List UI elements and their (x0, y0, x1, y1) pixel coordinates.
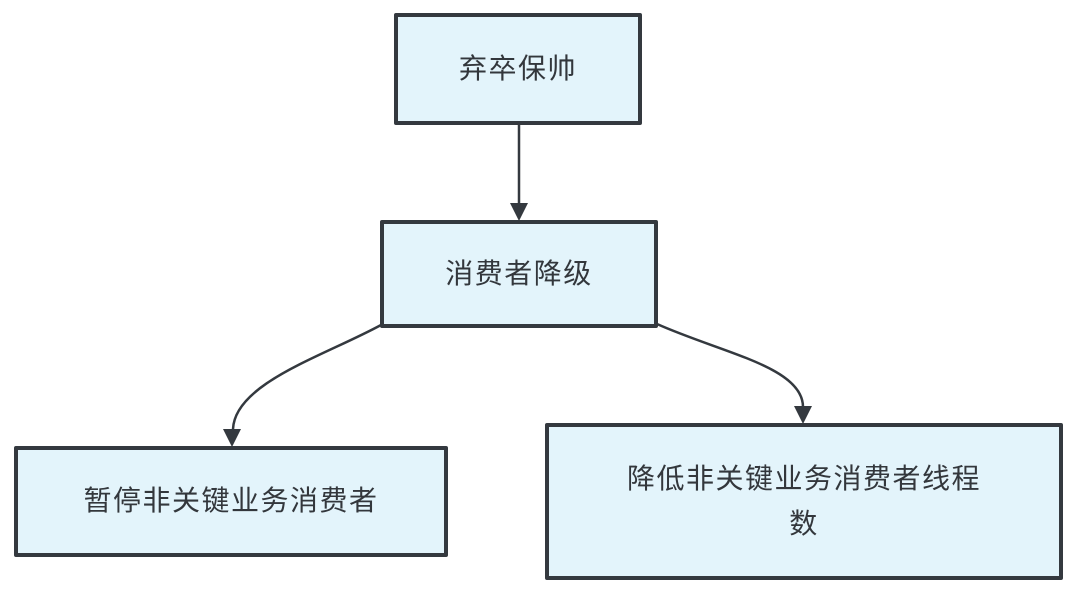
arrowhead-down-icon (510, 203, 528, 221)
node-label: 消费者降级 (445, 257, 593, 289)
arrow-middle-to-left (223, 323, 382, 447)
node-label: 暂停非关键业务消费者 (83, 485, 379, 517)
node-sacrifice-pawn-save-king: 弃卒保帅 (394, 13, 642, 125)
node-pause-noncritical-consumers: 暂停非关键业务消费者 (14, 446, 448, 557)
arrowhead-down-icon (794, 406, 812, 424)
arrowhead-down-icon (223, 429, 241, 447)
arrow-root-to-middle (510, 124, 528, 221)
node-label: 降低非关键业务消费者线程 数 (626, 462, 981, 539)
arrow-middle-to-right (656, 322, 812, 424)
node-label: 弃卒保帅 (458, 52, 577, 84)
node-consumer-downgrade: 消费者降级 (380, 220, 658, 328)
node-reduce-consumer-threads: 降低非关键业务消费者线程 数 (545, 423, 1063, 580)
